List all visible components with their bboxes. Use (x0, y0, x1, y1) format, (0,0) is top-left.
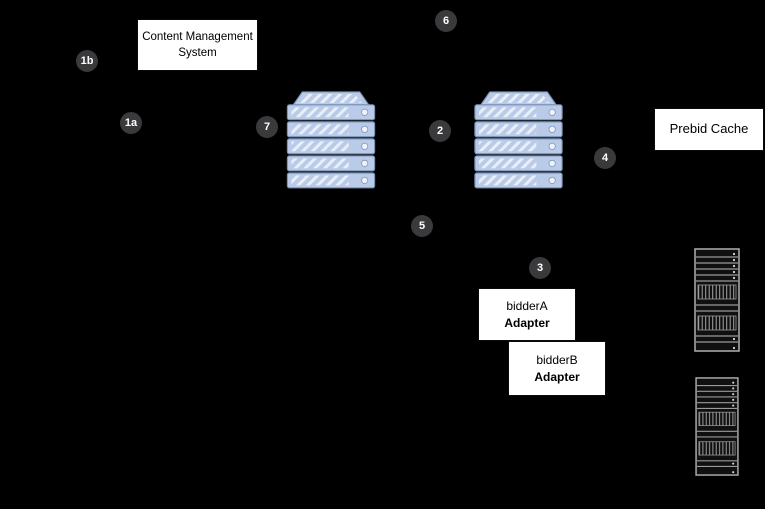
cms-label-line2: System (178, 47, 217, 59)
server-rack-bottom-icon (695, 377, 739, 476)
bidder-b-adapter-node: bidderB Adapter (508, 341, 606, 396)
bidder-a-adapter-node: bidderA Adapter (478, 288, 576, 341)
server-rack-top-icon (694, 248, 740, 352)
step-badge-7: 7 (256, 116, 278, 138)
bidder-b-type-label: Adapter (534, 369, 580, 384)
step-badge-4: 4 (594, 147, 616, 169)
bidder-a-type-label: Adapter (504, 315, 550, 330)
bidder-a-name: bidderA (506, 298, 548, 313)
prebid-cache-label: Prebid Cache (669, 121, 749, 137)
server-stack-right-icon (474, 91, 563, 189)
step-badge-1b: 1b (76, 50, 98, 72)
step-badge-5: 5 (411, 215, 433, 237)
server-stack-left-icon (286, 91, 376, 189)
step-badge-3: 3 (529, 257, 551, 279)
prebid-cache-node: Prebid Cache (654, 108, 764, 151)
bidder-b-name: bidderB (536, 352, 578, 367)
cms-node: Content Management System (137, 19, 258, 71)
step-badge-2: 2 (429, 120, 451, 142)
cms-label-line1: Content Management (142, 30, 253, 43)
step-badge-1a: 1a (120, 112, 142, 134)
step-badge-6: 6 (435, 10, 457, 32)
